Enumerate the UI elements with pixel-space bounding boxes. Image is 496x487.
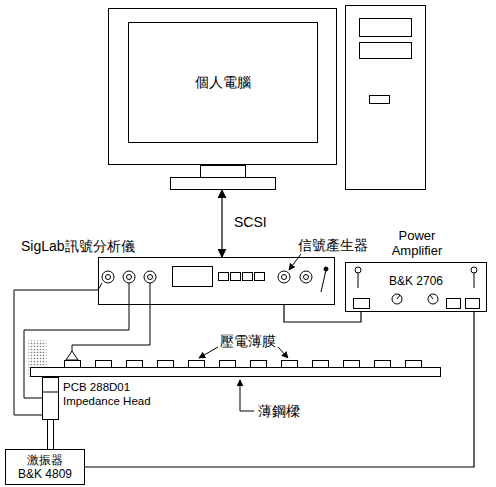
monitor-outline [108,8,337,190]
drive-bay [360,43,412,59]
impedance-head-label: PCB 288D01 Impedance Head [63,380,163,409]
dial-pointer [430,295,433,299]
toggle-knob [355,267,361,273]
analyzer-heading: SigLab訊號分析儀 [21,238,135,256]
monitor-base [171,178,276,190]
signal-wire [14,283,102,415]
pc-tower [346,6,426,190]
piezo-film [344,361,360,368]
signal-analyzer: SigLab訊號分析儀 [98,257,335,305]
button [243,273,253,281]
piezo-film [251,361,267,368]
impedance-head [43,378,59,420]
signal-wire [24,283,129,398]
toggle-knob [471,267,477,273]
piezo-films [65,361,422,368]
switch-lever [321,270,326,292]
shaker: 激振器 B&K 4809 [5,449,85,485]
monitor-screen [129,23,318,143]
drive-bay [360,19,412,37]
drive-cable [85,312,474,467]
bnc-pin [127,275,132,280]
bnc-pin [106,275,111,280]
signal-generator-label: 信號產生器 [298,237,368,255]
bnc-pin [282,275,287,280]
steel-beam [31,368,441,377]
power-button [370,96,390,104]
leader-line [240,380,254,411]
computer-monitor: 個人電腦 [108,8,337,190]
sensor-contact [66,351,78,360]
amplifier-model: B&K 2706 [346,274,486,289]
bnc-connector [278,271,290,283]
dial-knob [392,294,402,304]
piezo-film [220,361,236,368]
signal-wire [72,283,150,351]
toggle-switch [474,272,475,288]
toggle-switch [358,272,359,288]
stinger [47,420,48,449]
piezo-film [158,361,174,368]
piezo-film-label: 壓電薄膜 [220,333,276,351]
scsi-label: SCSI [232,214,269,230]
button [219,273,229,281]
bnc-pin [148,275,153,280]
piezo-film [96,361,112,368]
input-jack [354,299,370,309]
dial-pointer [397,295,400,299]
monitor-frame [109,9,337,165]
bnc-connector [123,271,135,283]
piezo-film [127,361,143,368]
bnc-connector [144,271,156,283]
button [231,273,241,281]
tower-case [346,6,426,190]
leaders [199,254,301,411]
beam-setup [29,341,441,450]
shaker-label: 激振器 B&K 4809 [16,453,74,481]
power-amplifier: Power AmplifierB&K 2706 [345,262,487,312]
bnc-connector [300,271,312,283]
scsi-link [221,190,222,257]
siglab-panel [102,267,328,293]
piezo-film [189,361,205,368]
leader-line [199,347,218,358]
piezo-film [65,361,81,368]
signal-cable [284,305,361,322]
amplifier-heading: Power Amplifier [377,229,457,259]
display [173,267,213,287]
stinger [53,420,54,449]
button [255,273,265,281]
piezo-film [375,361,391,368]
piezo-film [282,361,298,368]
output-jack [466,299,480,309]
impedance-head-joint [43,392,59,393]
output-jack [447,299,461,309]
bnc-connector [102,271,114,283]
piezo-film [406,361,422,368]
bnc-pin [304,275,309,280]
switch-knob [324,267,328,271]
leader-line [278,347,288,358]
computer-label: 個人電腦 [128,22,318,143]
dial-knob [428,294,438,304]
steel-beam-label: 薄鋼樑 [258,403,300,421]
monitor-neck [201,166,246,178]
piezo-film [313,361,329,368]
wires [14,283,150,415]
